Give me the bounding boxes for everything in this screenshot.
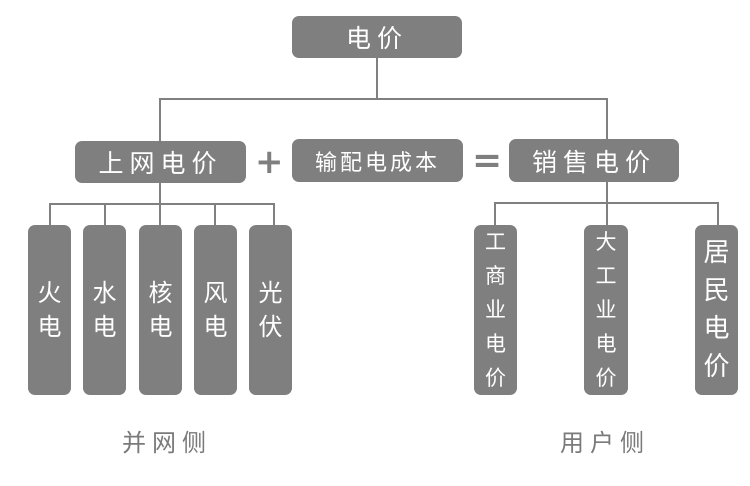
- connector-user-item-1: [494, 202, 496, 227]
- node-grid-price: 上网电价: [75, 141, 246, 183]
- user-item-char: 工: [485, 230, 506, 254]
- node-transmission-cost-label: 输配电成本: [314, 150, 440, 176]
- connector-to-grid-price: [159, 98, 161, 142]
- connector-root-horizontal: [159, 98, 608, 100]
- user-item-char: 价: [595, 366, 617, 390]
- user-item-char: 业: [595, 298, 617, 322]
- user-item-char: 电: [595, 332, 617, 356]
- grid-item-char: 核: [148, 279, 173, 307]
- node-transmission-cost: 输配电成本: [292, 139, 463, 182]
- connector-grid-down: [159, 182, 161, 204]
- connector-user-item-2: [606, 202, 608, 227]
- user-item-char: 价: [485, 366, 506, 390]
- user-item-char: 电: [703, 314, 730, 344]
- connector-grid-item-5: [273, 203, 275, 227]
- user-item-char: 商: [485, 264, 506, 288]
- user-item-char: 价: [703, 352, 730, 382]
- root-node-label: 电价: [345, 24, 408, 53]
- grid-item-char: 风: [203, 279, 228, 307]
- user-item-residential: 居 民 电 价: [695, 225, 738, 395]
- user-item-char: 电: [485, 332, 506, 356]
- user-item-char: 居: [703, 238, 730, 268]
- equals-sign: =: [472, 140, 503, 181]
- user-item-char: 工: [595, 264, 617, 288]
- grid-item-thermal: 火 电: [28, 225, 71, 395]
- connector-grid-item-1: [49, 203, 51, 227]
- connector-grid-item-3: [159, 203, 161, 227]
- user-item-commercial: 工 商 业 电 价: [474, 225, 517, 395]
- connector-user-down: [606, 182, 608, 203]
- user-item-char: 大: [595, 230, 617, 254]
- grid-item-wind: 风 电: [194, 225, 237, 395]
- grid-item-char: 水: [92, 279, 117, 307]
- plus-sign: +: [255, 142, 284, 182]
- user-item-char: 业: [485, 298, 506, 322]
- node-sales-price: 销售电价: [509, 139, 679, 182]
- root-node-electricity-price: 电价: [292, 16, 462, 58]
- connector-grid-horizontal: [49, 203, 275, 205]
- connector-user-item-3: [717, 202, 719, 227]
- grid-item-char: 电: [92, 313, 117, 341]
- connector-to-sales-price: [606, 98, 608, 140]
- grid-item-char: 火: [37, 279, 62, 307]
- grid-item-solar: 光 伏: [249, 225, 292, 395]
- grid-item-char: 电: [37, 313, 62, 341]
- grid-item-nuclear: 核 电: [139, 225, 182, 395]
- node-grid-price-label: 上网电价: [98, 149, 223, 178]
- grid-item-hydro: 水 电: [83, 225, 126, 395]
- connector-root-down: [376, 57, 378, 99]
- user-item-large-industry: 大 工 业 电 价: [584, 225, 628, 395]
- user-item-char: 民: [703, 276, 730, 306]
- user-side-label: 用户侧: [560, 429, 650, 457]
- grid-side-label: 并网侧: [122, 429, 212, 457]
- node-sales-price-label: 销售电价: [531, 147, 656, 177]
- grid-item-char: 光: [258, 279, 283, 307]
- grid-item-char: 电: [148, 313, 173, 341]
- connector-grid-item-4: [214, 203, 216, 227]
- connector-grid-item-2: [104, 203, 106, 227]
- grid-item-char: 电: [203, 313, 228, 341]
- grid-item-char: 伏: [258, 313, 283, 341]
